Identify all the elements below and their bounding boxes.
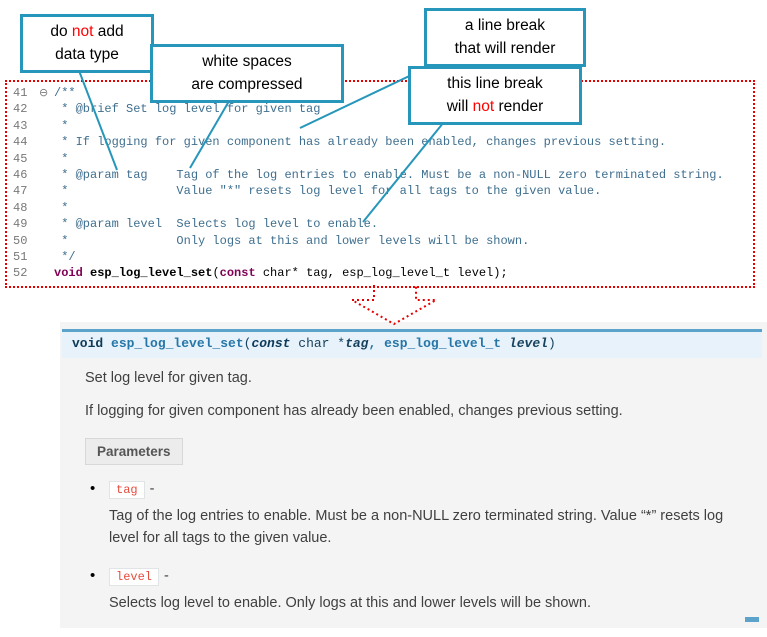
line-number: 47 <box>13 184 28 199</box>
fold-spacer <box>39 265 54 281</box>
fold-spacer <box>39 134 54 150</box>
code-line: 48 * <box>7 200 753 216</box>
fold-icon[interactable]: ⊖ <box>39 86 49 99</box>
code-line-declaration: 52 void esp_log_level_set(const char* ta… <box>7 265 753 281</box>
callout-text: render <box>494 98 544 116</box>
callout-text: data type <box>55 46 119 64</box>
code-line: 51 */ <box>7 249 753 265</box>
code-text: * @param level Selects log level to enab… <box>54 217 379 232</box>
param-dash: - <box>164 567 169 584</box>
code-line: 46 * @param tag Tag of the log entries t… <box>7 167 753 183</box>
param-name-code: tag <box>109 481 145 499</box>
code-line: 45 * <box>7 151 753 167</box>
sig-const-keyword: const <box>251 336 291 351</box>
param-name-code: level <box>109 567 160 586</box>
code-line: 50 * Only logs at this and lower levels … <box>7 233 753 249</box>
description-text: If logging for given component has alrea… <box>85 403 623 419</box>
line-number: 44 <box>13 135 28 150</box>
fold-spacer <box>39 216 54 232</box>
callout-linebreak-renders: a line break that will render <box>424 8 586 67</box>
code-line: 49 * @param level Selects log level to e… <box>7 216 753 232</box>
callout-text: white spaces <box>202 53 292 70</box>
line-number: 52 <box>13 266 28 281</box>
line-number: 49 <box>13 217 28 232</box>
code-text: * <box>54 151 69 166</box>
code-text: * @param tag Tag of the log entries to e… <box>54 167 724 182</box>
param-item: • level- Selects log level to enable. On… <box>85 566 749 614</box>
callout-text: that will render <box>454 40 556 58</box>
code-text: * Only logs at this and lower levels wil… <box>54 233 530 248</box>
callout-text-red: not <box>472 98 495 116</box>
fold-spacer <box>39 151 54 167</box>
function-signature: void esp_log_level_set(const char *tag, … <box>62 329 762 358</box>
callout-text: this line break <box>447 75 543 92</box>
code-line: 43 * <box>7 118 753 134</box>
keyword-void: void <box>54 266 83 281</box>
line-number: 41 <box>13 86 28 100</box>
line-number: 45 <box>13 151 28 166</box>
code-line: 41 ⊖ /** <box>7 85 753 101</box>
bullet-icon: • <box>90 566 96 584</box>
brief-text: Set log level for given tag. <box>85 370 252 386</box>
line-number: 46 <box>13 167 28 182</box>
code-text: * @brief Set log level for given tag <box>54 102 321 117</box>
rendered-docs-panel: void esp_log_level_set(const char *tag, … <box>60 322 767 628</box>
code-editor-snippet: 41 ⊖ /** 42 * @brief Set log level for g… <box>5 80 755 288</box>
code-text: void esp_log_level_set(const char* tag, … <box>54 266 508 281</box>
sig-arg-level: level <box>508 336 548 351</box>
fold-spacer <box>39 167 54 183</box>
line-number: 43 <box>13 118 28 133</box>
callout-text-red: not <box>71 23 94 40</box>
code-line: 42 * @brief Set log level for given tag <box>7 101 753 117</box>
flow-arrow-icon <box>348 285 440 326</box>
code-text: * <box>54 118 69 133</box>
sig-arg-type: , esp_log_level_t <box>368 336 509 351</box>
fold-spacer <box>39 183 54 199</box>
param-item: • tag- Tag of the log entries to enable.… <box>85 480 749 550</box>
line-number: 51 <box>13 249 28 264</box>
code-line: 47 * Value "*" resets log level for all … <box>7 183 753 199</box>
fold-spacer <box>39 101 54 117</box>
sig-function-name: esp_log_level_set <box>111 336 244 351</box>
fold-spacer <box>39 249 54 265</box>
callout-text: add <box>93 23 124 40</box>
code-line: 44 * If logging for given component has … <box>7 134 753 150</box>
callout-text: will <box>446 98 473 116</box>
param-description: Selects log level to enable. Only logs a… <box>109 594 591 611</box>
line-number: 42 <box>13 102 28 117</box>
param-description: Tag of the log entries to enable. Must b… <box>109 508 724 547</box>
code-text: /** <box>54 86 76 100</box>
callout-linebreak-not-render: this line break will not render <box>408 66 582 125</box>
line-number: 50 <box>13 233 28 248</box>
code-text: * Value "*" resets log level for all tag… <box>54 184 602 199</box>
callout-text: are compressed <box>191 76 303 94</box>
line-number: 48 <box>13 200 28 215</box>
param-dash: - <box>149 481 155 497</box>
code-text: * If logging for given component has alr… <box>54 135 667 150</box>
sig-return-type: void <box>72 336 112 351</box>
fold-spacer <box>39 118 54 134</box>
bullet-icon: • <box>90 480 96 497</box>
fold-spacer <box>39 233 54 249</box>
code-text: * <box>54 200 69 215</box>
partial-signature-edge <box>745 617 759 622</box>
callout-whitespace-compressed: white spaces are compressed <box>150 44 344 103</box>
docs-body: Set log level for given tag. If logging … <box>85 370 749 632</box>
callout-no-datatype: do not add data type <box>20 14 154 73</box>
callout-text: do <box>50 23 72 40</box>
function-name: esp_log_level_set <box>90 266 213 281</box>
code-text: */ <box>54 249 76 264</box>
keyword-const: const <box>219 266 256 281</box>
parameters-heading: Parameters <box>85 438 183 465</box>
sig-arg-tag: tag <box>345 336 369 351</box>
fold-spacer <box>39 200 54 216</box>
callout-text: a line break <box>464 17 546 34</box>
